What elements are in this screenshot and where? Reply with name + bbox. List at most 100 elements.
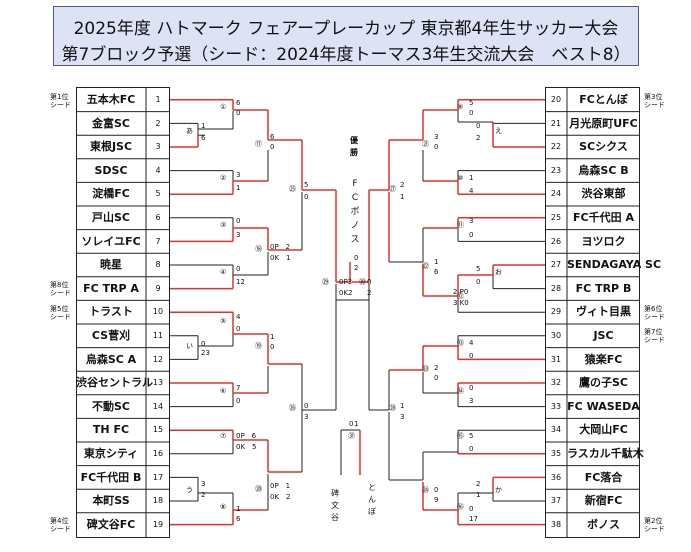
match-number: お xyxy=(495,268,502,276)
match-number: ⑦ xyxy=(220,432,227,440)
team-number: 30 xyxy=(550,331,562,340)
score-label: 0 xyxy=(434,486,439,494)
match-number: ㉒ xyxy=(422,262,429,270)
team-name: 烏森SC A xyxy=(85,352,137,366)
match-number: ② xyxy=(220,174,227,182)
team-name: 五本木FC xyxy=(86,93,136,106)
team-number: 38 xyxy=(550,519,562,529)
score-label: 2 xyxy=(354,264,359,272)
score-label: 0 xyxy=(476,278,481,286)
team-number: 19 xyxy=(152,519,164,529)
score-label: 12 xyxy=(236,278,245,286)
team-name: 大岡山FC xyxy=(579,423,628,437)
team-name: 不動SC xyxy=(92,399,130,413)
score-label: 6 xyxy=(236,515,241,523)
title-line-2: 第7ブロック予選（シード：2024年度トーマス3年生交流大会 ベスト8） xyxy=(61,45,631,65)
team-name: 東根JSC xyxy=(89,140,133,154)
score-label: 1 xyxy=(201,122,206,130)
team-number: 23 xyxy=(550,165,562,175)
score-label: 0 xyxy=(236,397,241,405)
team-number: 11 xyxy=(152,331,164,340)
team-name: ソレイユFC xyxy=(81,234,141,248)
team-name: CS菅刈 xyxy=(91,329,131,342)
score-label: 0K 5 xyxy=(236,443,257,451)
score-label: 1 xyxy=(354,420,359,428)
score-label: 0 xyxy=(236,265,241,273)
score-label: 1 xyxy=(434,258,439,266)
team-name: ボノス xyxy=(587,517,620,531)
score-label: 0 xyxy=(354,254,359,262)
score-label: 6 xyxy=(434,268,439,276)
match-number: ⑥ xyxy=(220,387,227,395)
team-name: FCとんぼ xyxy=(579,93,628,106)
score-label: 6 xyxy=(236,99,241,107)
team-number: 22 xyxy=(550,142,562,152)
match-number: ㉘ xyxy=(389,404,396,412)
match-number: え xyxy=(495,127,502,135)
team-name: 渋谷東部 xyxy=(581,187,626,201)
team-name: ヴィト目黒 xyxy=(576,305,631,319)
score-label: 7 xyxy=(236,384,241,392)
team-number: 33 xyxy=(550,401,562,411)
score-label: 0 xyxy=(270,343,275,351)
score-label: 0 xyxy=(236,217,241,225)
team-name: 猿楽FC xyxy=(584,352,623,366)
team-number: 17 xyxy=(152,472,164,482)
score-label: 0 xyxy=(476,122,481,130)
score-label: 5 xyxy=(469,99,474,107)
score-label: 4 xyxy=(469,339,474,347)
match-number: ⑱ xyxy=(255,245,262,253)
team-name: 暁星 xyxy=(100,258,122,272)
score-label: 1 xyxy=(469,174,474,182)
team-number: 34 xyxy=(550,425,562,435)
score-label: 0 xyxy=(304,402,309,410)
score-label: 6 xyxy=(270,133,275,141)
score-label: 0P3 xyxy=(339,278,353,286)
score-label: 3 xyxy=(400,413,405,421)
match-number: ㉚ xyxy=(359,278,366,286)
score-label: 0K2 xyxy=(339,289,353,297)
score-label: 0 xyxy=(469,505,474,513)
team-number: 18 xyxy=(152,496,164,506)
team-number: 14 xyxy=(152,401,164,411)
match-number: ⑬ xyxy=(457,339,464,347)
team-name: FC TRP B xyxy=(575,281,632,295)
score-label: 0 xyxy=(469,352,474,360)
champion-name: FCボノス xyxy=(350,179,360,245)
match-number: ③ xyxy=(220,221,227,229)
score-label: 5 xyxy=(469,432,474,440)
score-label: 2 xyxy=(201,491,206,499)
score-label: 2 P0 xyxy=(453,288,469,296)
team-number: 10 xyxy=(152,307,164,317)
score-label: 3 xyxy=(434,133,439,141)
score-label: 0 xyxy=(469,445,474,453)
score-label: 2 xyxy=(476,134,481,142)
team-number: 9 xyxy=(155,283,161,293)
team-number: 8 xyxy=(155,260,161,270)
right-team-list xyxy=(545,87,640,538)
title-line-1: 2025年度 ハトマーク フェアープレーカップ 東京都4年生サッカー大会 xyxy=(73,19,619,39)
team-name: 東京シティ xyxy=(83,447,139,460)
match-number: ㉗ xyxy=(389,185,396,193)
seed-label-4: 第4位 シード xyxy=(50,517,71,533)
team-number: 36 xyxy=(550,472,562,482)
match-number: ㉑ xyxy=(422,140,429,148)
match-number: ⑤ xyxy=(220,317,227,325)
score-label: 2 xyxy=(367,289,372,297)
match-number: い xyxy=(186,342,193,350)
team-name: FC千代田 A xyxy=(573,211,634,224)
score-label: 5 xyxy=(304,181,309,189)
match-number: ① xyxy=(220,103,227,111)
score-label: 0 xyxy=(434,374,439,382)
match-number: か xyxy=(495,486,502,494)
team-number: 7 xyxy=(155,236,161,246)
team-number: 3 xyxy=(155,142,161,152)
third-place-left: 碑文谷 xyxy=(331,489,339,522)
seed-label-8: 第8位 シード xyxy=(50,281,71,297)
team-name: 烏森SC B xyxy=(578,163,629,177)
score-label: 3 xyxy=(236,231,241,239)
team-name: ヨツロク xyxy=(581,234,626,248)
team-number: 13 xyxy=(152,378,164,388)
score-label: 1 xyxy=(400,402,405,410)
match-number: ⑫ xyxy=(457,292,464,300)
